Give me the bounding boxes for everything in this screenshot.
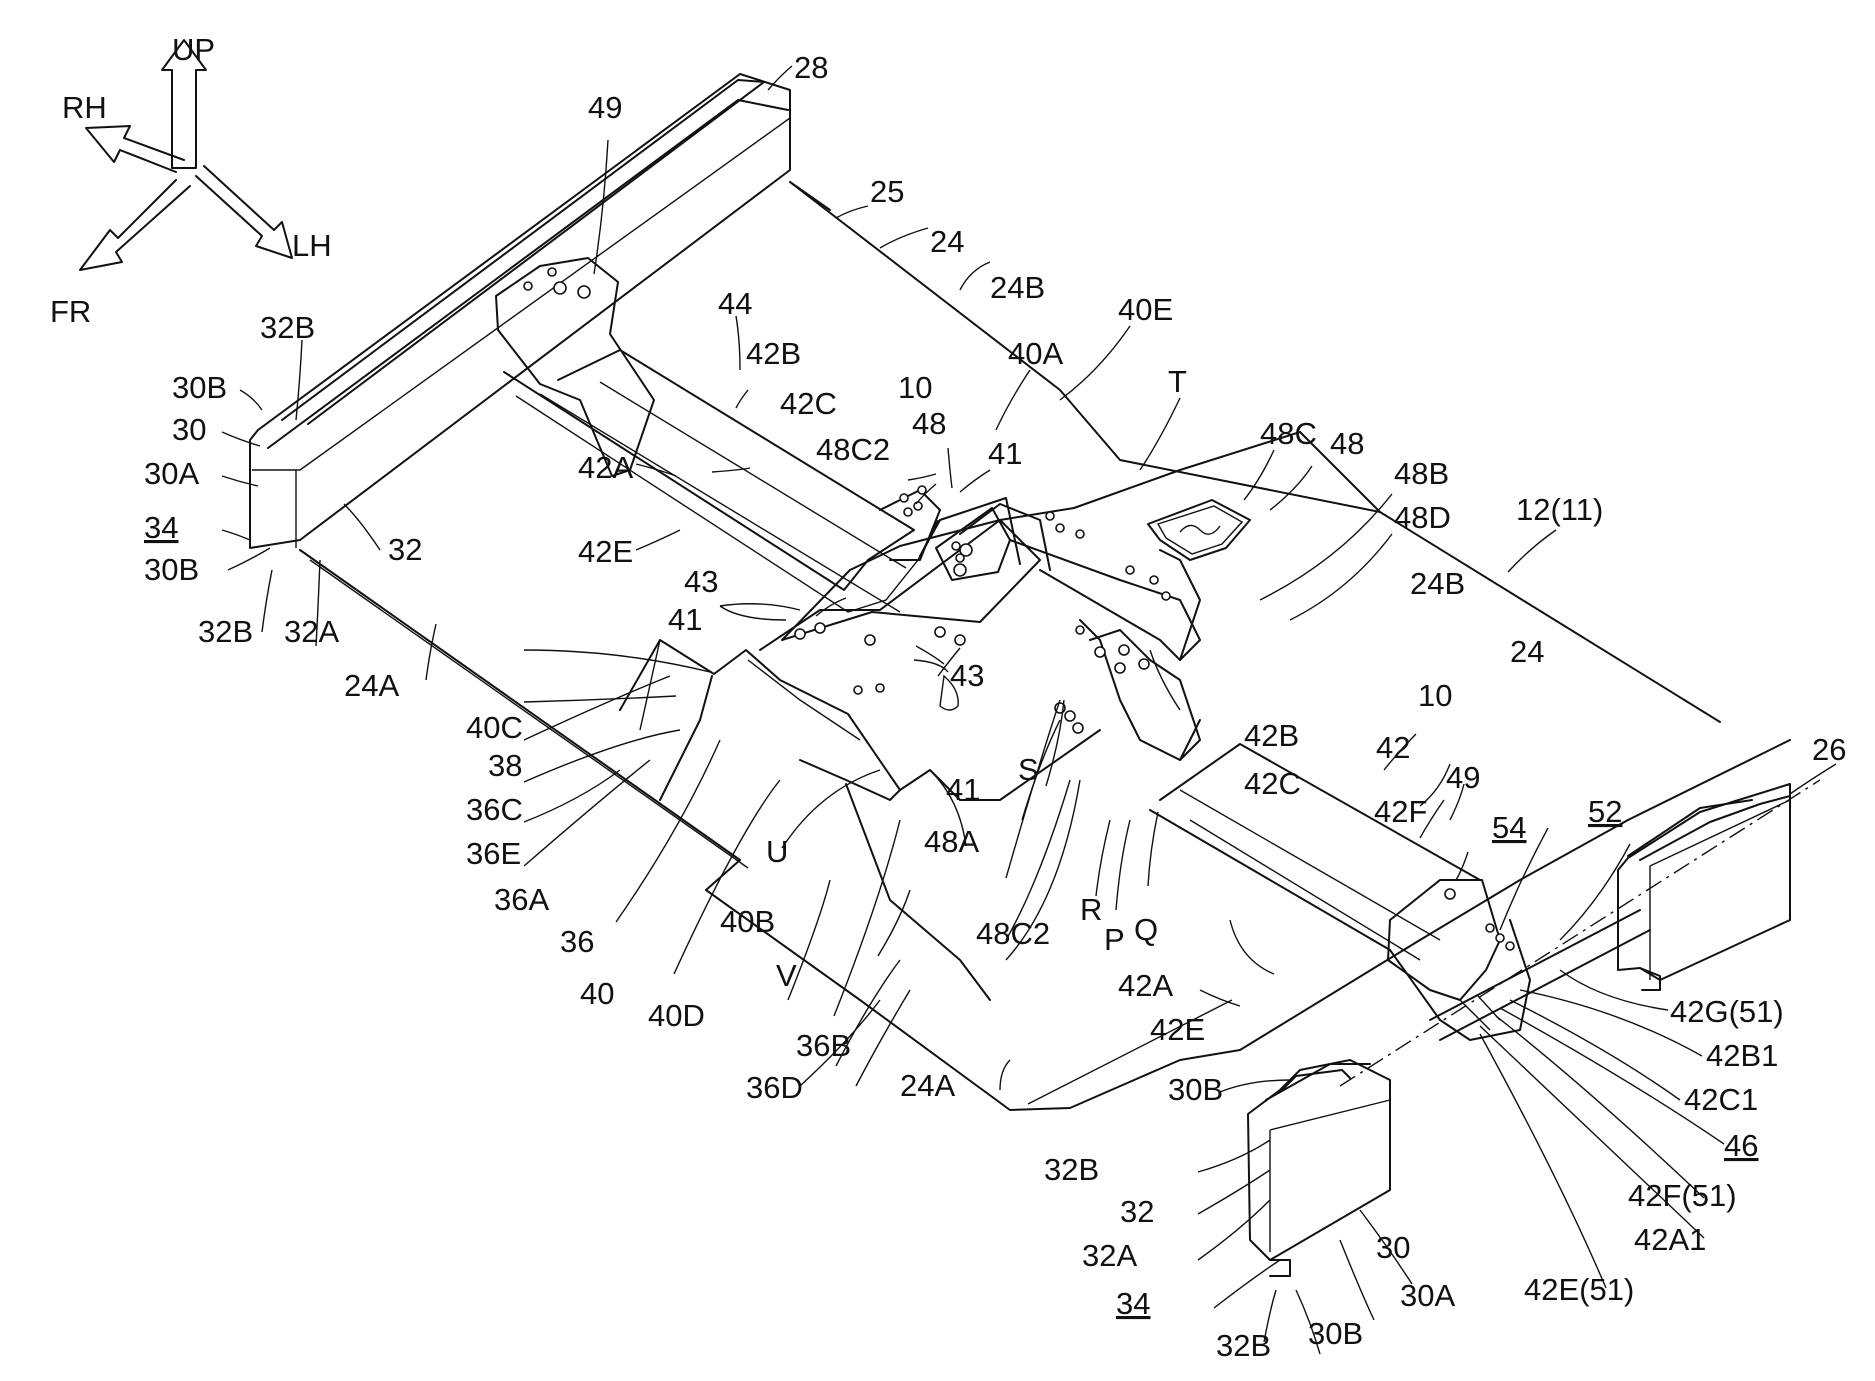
label-42E-r: 42E <box>1150 1012 1205 1047</box>
label-12-11: 12(11) <box>1516 492 1603 527</box>
label-32B-br2: 32B <box>1216 1328 1271 1363</box>
label-36E: 36E <box>466 836 521 871</box>
label-26: 26 <box>1812 732 1846 767</box>
label-30-tl: 30 <box>172 412 206 447</box>
label-48-top: 48 <box>912 406 946 441</box>
label-32B-tl: 32B <box>260 310 315 345</box>
label-46: 46 <box>1724 1128 1758 1163</box>
label-R: R <box>1080 892 1102 927</box>
label-48-right: 48 <box>1330 426 1364 461</box>
label-42G-51: 42G(51) <box>1670 994 1784 1029</box>
label-36D: 36D <box>746 1070 803 1105</box>
label-28: 28 <box>794 50 828 85</box>
label-41-mid: 41 <box>668 602 702 637</box>
label-30-br: 30 <box>1376 1230 1410 1265</box>
label-30B-br2: 30B <box>1308 1316 1363 1351</box>
label-41-low: 41 <box>946 772 980 807</box>
label-32-tl: 32 <box>388 532 422 567</box>
label-54: 54 <box>1492 810 1526 845</box>
label-40C: 40C <box>466 710 523 745</box>
label-32A-tl: 32A <box>284 614 339 649</box>
label-P: P <box>1104 922 1125 957</box>
label-S: S <box>1018 752 1039 787</box>
label-30A-br: 30A <box>1400 1278 1455 1313</box>
label-42C-r: 42C <box>1244 766 1301 801</box>
label-42F-51: 42F(51) <box>1628 1178 1737 1213</box>
label-41-top: 41 <box>988 436 1022 471</box>
label-42E-tl: 42E <box>578 534 633 569</box>
label-48A: 48A <box>924 824 979 859</box>
label-40A: 40A <box>1008 336 1063 371</box>
direction-compass: UP RH LH FR <box>50 32 332 329</box>
compass-fr-label: FR <box>50 294 91 329</box>
label-30B-tl: 30B <box>172 370 227 405</box>
label-32-br: 32 <box>1120 1194 1154 1229</box>
label-24-right: 24 <box>1510 634 1544 669</box>
label-42F: 42F <box>1374 794 1427 829</box>
label-42B-tl: 42B <box>746 336 801 371</box>
label-42B-r: 42B <box>1244 718 1299 753</box>
label-38: 38 <box>488 748 522 783</box>
label-34-br: 34 <box>1116 1286 1150 1321</box>
label-48C2-low: 48C2 <box>976 916 1050 951</box>
label-40: 40 <box>580 976 614 1011</box>
compass-lh-label: LH <box>292 228 332 263</box>
label-U: U <box>766 834 788 869</box>
label-48D: 48D <box>1394 500 1451 535</box>
label-42B1: 42B1 <box>1706 1038 1778 1073</box>
floor-panel-drawing <box>250 74 1820 1276</box>
label-40D: 40D <box>648 998 705 1033</box>
label-10-top: 10 <box>898 370 932 405</box>
label-42A1: 42A1 <box>1634 1222 1706 1257</box>
label-V: V <box>776 958 797 993</box>
label-48B: 48B <box>1394 456 1449 491</box>
label-49-right: 49 <box>1446 760 1480 795</box>
label-10-right: 10 <box>1418 678 1452 713</box>
label-42-r: 42 <box>1376 730 1410 765</box>
label-42A-tl: 42A <box>578 450 633 485</box>
label-49-top: 49 <box>588 90 622 125</box>
label-40E: 40E <box>1118 292 1173 327</box>
reference-labels: 28 25 24 49 24B 32B 30B 30 30A 34 30B 32… <box>144 50 1846 1363</box>
label-42C1: 42C1 <box>1684 1082 1758 1117</box>
label-40B: 40B <box>720 904 775 939</box>
label-36: 36 <box>560 924 594 959</box>
label-24B-right: 24B <box>1410 566 1465 601</box>
label-48C-top: 48C <box>1260 416 1317 451</box>
label-24B-top: 24B <box>990 270 1045 305</box>
label-30B-br: 30B <box>1168 1072 1223 1107</box>
label-24A-tl: 24A <box>344 668 399 703</box>
label-42C-tl: 42C <box>780 386 837 421</box>
label-32A-br: 32A <box>1082 1238 1137 1273</box>
label-25: 25 <box>870 174 904 209</box>
label-48C2-top: 48C2 <box>816 432 890 467</box>
label-30A-tl: 30A <box>144 456 199 491</box>
label-42A-r: 42A <box>1118 968 1173 1003</box>
compass-rh-label: RH <box>62 90 107 125</box>
leader-lines <box>222 66 1836 1354</box>
label-43-a: 43 <box>684 564 718 599</box>
label-52: 52 <box>1588 794 1622 829</box>
label-36B: 36B <box>796 1028 851 1063</box>
label-32B-tl2: 32B <box>198 614 253 649</box>
label-24A-low: 24A <box>900 1068 955 1103</box>
label-34-tl: 34 <box>144 510 178 545</box>
label-42E-51: 42E(51) <box>1524 1272 1634 1307</box>
label-T: T <box>1168 364 1187 399</box>
label-32B-br: 32B <box>1044 1152 1099 1187</box>
label-44: 44 <box>718 286 752 321</box>
compass-up-label: UP <box>172 32 215 67</box>
label-36C: 36C <box>466 792 523 827</box>
label-Q: Q <box>1134 912 1158 947</box>
label-30B-tl2: 30B <box>144 552 199 587</box>
label-24-top: 24 <box>930 224 964 259</box>
label-43-b: 43 <box>950 658 984 693</box>
label-36A: 36A <box>494 882 549 917</box>
